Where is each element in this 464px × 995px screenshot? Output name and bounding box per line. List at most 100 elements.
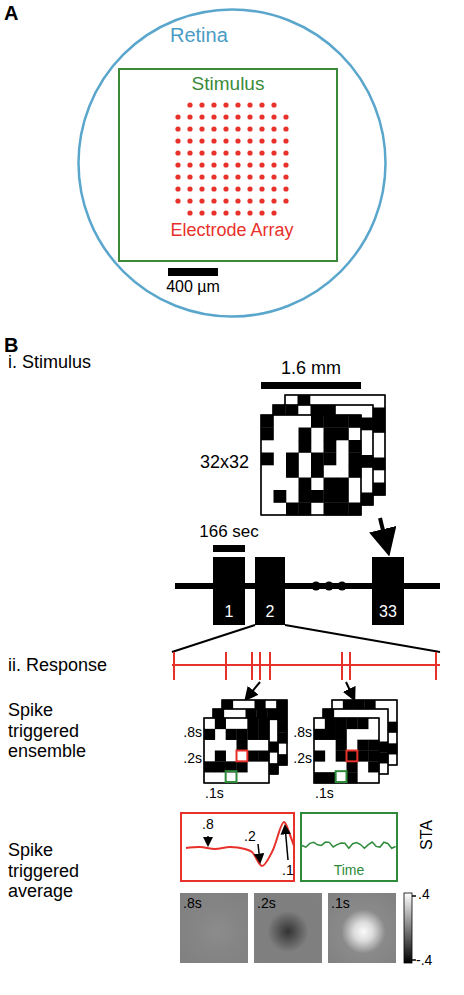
electrode bbox=[199, 174, 204, 179]
stimulus-block: 33 bbox=[372, 557, 404, 625]
electrode bbox=[235, 162, 240, 167]
electrode bbox=[259, 210, 264, 215]
electrode bbox=[283, 126, 288, 131]
electrode bbox=[283, 198, 288, 203]
electrode bbox=[211, 102, 216, 107]
sta-image: .8s bbox=[180, 893, 248, 963]
electrode bbox=[211, 126, 216, 131]
sta-pixel-box: Time bbox=[300, 812, 398, 882]
pixel-marker bbox=[336, 771, 347, 782]
electrode bbox=[175, 174, 180, 179]
pointer-arrow bbox=[285, 826, 288, 860]
pointer-arrow bbox=[207, 836, 209, 845]
lag-label: .2s bbox=[183, 750, 202, 766]
arrow bbox=[246, 682, 260, 699]
electrode bbox=[271, 150, 276, 155]
electrode bbox=[187, 210, 192, 215]
ensemble-frame bbox=[314, 718, 379, 783]
electrode bbox=[211, 210, 216, 215]
electrode bbox=[271, 186, 276, 191]
electrode bbox=[175, 126, 180, 131]
electrode bbox=[211, 162, 216, 167]
electrode bbox=[271, 210, 276, 215]
electrode bbox=[223, 210, 228, 215]
electrode bbox=[211, 114, 216, 119]
electrode bbox=[259, 174, 264, 179]
electrode bbox=[235, 186, 240, 191]
electrode bbox=[235, 114, 240, 119]
electrode bbox=[247, 186, 252, 191]
electrode bbox=[235, 126, 240, 131]
node-label: Time bbox=[302, 862, 396, 878]
electrode bbox=[187, 114, 192, 119]
section-label: i. Stimulus bbox=[8, 352, 91, 373]
electrode bbox=[223, 150, 228, 155]
node-label: Stimulus bbox=[120, 73, 336, 95]
electrode bbox=[259, 150, 264, 155]
scale-bar bbox=[261, 382, 361, 389]
electrode bbox=[283, 138, 288, 143]
electrode bbox=[223, 138, 228, 143]
duration-bar bbox=[213, 545, 245, 552]
electrode bbox=[175, 162, 180, 167]
lag-label: .8s bbox=[293, 724, 312, 740]
electrode bbox=[187, 186, 192, 191]
electrode bbox=[199, 162, 204, 167]
electrode bbox=[271, 162, 276, 167]
lag-label: .2s bbox=[293, 750, 312, 766]
electrode bbox=[271, 102, 276, 107]
electrode bbox=[283, 150, 288, 155]
electrode bbox=[187, 174, 192, 179]
duration-label: 166 sec bbox=[199, 522, 259, 542]
electrode bbox=[259, 114, 264, 119]
electrode bbox=[271, 126, 276, 131]
axis-label: STA bbox=[418, 820, 436, 850]
node-label: 33 bbox=[372, 603, 404, 621]
electrode bbox=[271, 174, 276, 179]
pixel-marker bbox=[237, 751, 248, 762]
lag-label: .1s bbox=[205, 785, 224, 801]
node-label: .8 bbox=[202, 816, 214, 832]
electrode bbox=[223, 114, 228, 119]
zoom-line bbox=[172, 625, 255, 652]
arrow bbox=[346, 682, 354, 699]
panel-letter: A bbox=[4, 2, 18, 25]
colorbar-label: .4 bbox=[418, 886, 430, 902]
electrode-array bbox=[175, 102, 288, 215]
electrode bbox=[247, 210, 252, 215]
electrode bbox=[223, 186, 228, 191]
sta-image: .2s bbox=[254, 893, 322, 963]
electrode bbox=[187, 150, 192, 155]
electrode bbox=[187, 126, 192, 131]
electrode bbox=[211, 138, 216, 143]
node-label: .2 bbox=[244, 828, 256, 844]
stimulus-block: 1 bbox=[213, 557, 245, 625]
scale-bar bbox=[168, 268, 218, 276]
electrode bbox=[247, 174, 252, 179]
electrode bbox=[199, 186, 204, 191]
electrode bbox=[199, 114, 204, 119]
electrode bbox=[283, 186, 288, 191]
electrode bbox=[223, 102, 228, 107]
electrode bbox=[247, 198, 252, 203]
sta-pixel-box: .8.2.1 bbox=[180, 812, 295, 882]
retina-outline: RetinaStimulus bbox=[77, 8, 387, 318]
sta-trace bbox=[302, 842, 396, 848]
colorbar-label: -.4 bbox=[416, 952, 432, 968]
node-label: 1 bbox=[213, 603, 245, 621]
pointer-arrow bbox=[258, 844, 260, 862]
electrode bbox=[259, 186, 264, 191]
ensemble-frame bbox=[204, 718, 269, 783]
lag-label: .8s bbox=[183, 724, 202, 740]
pixel-marker bbox=[347, 751, 358, 762]
electrode bbox=[199, 198, 204, 203]
electrode bbox=[247, 162, 252, 167]
electrode bbox=[235, 150, 240, 155]
stimulus-frame bbox=[261, 415, 361, 515]
scale-label: 400 µm bbox=[166, 278, 220, 296]
electrode bbox=[271, 114, 276, 119]
electrode bbox=[247, 138, 252, 143]
electrode bbox=[259, 162, 264, 167]
